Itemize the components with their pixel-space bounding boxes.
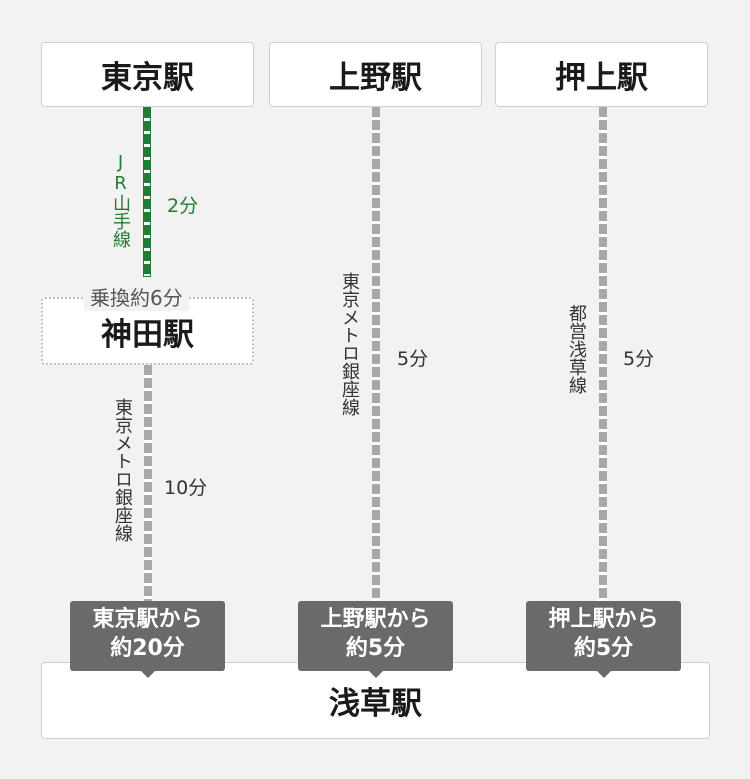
ginza-line-ueno	[372, 107, 380, 603]
ginza-line-kanda-label: 東京メトロ銀座線	[112, 398, 133, 542]
asakusa-line-oshiage-label: 都営浅草線	[566, 304, 587, 394]
callout-oshiage-line2: 約5分	[573, 636, 634, 661]
callout-tokyo-line2: 約20分	[110, 636, 185, 661]
transfer-label: 乗換約6分	[84, 282, 189, 311]
callout-oshiage: 押上駅から 約5分	[526, 601, 681, 678]
callout-ueno-line1: 上野駅から	[320, 607, 431, 632]
ginza-line-kanda	[144, 365, 152, 603]
jr-time-label: 2分	[167, 195, 199, 217]
kanda-time-label: 10分	[164, 477, 208, 499]
callout-tokyo: 東京駅から 約20分	[70, 601, 225, 678]
jr-yamanote-label: JR山手線	[110, 152, 131, 248]
station-oshiage: 押上駅	[495, 42, 708, 107]
ginza-line-ueno-label: 東京メトロ銀座線	[339, 272, 360, 416]
ueno-time-label: 5分	[397, 348, 429, 370]
callout-ueno-line2: 約5分	[345, 636, 406, 661]
jr-yamanote-line	[143, 107, 151, 277]
station-tokyo: 東京駅	[41, 42, 254, 107]
callout-tokyo-line1: 東京駅から	[92, 607, 203, 632]
asakusa-line-oshiage	[599, 107, 607, 603]
callout-ueno: 上野駅から 約5分	[298, 601, 453, 678]
station-ueno: 上野駅	[269, 42, 482, 107]
oshiage-time-label: 5分	[623, 348, 655, 370]
callout-oshiage-line1: 押上駅から	[548, 607, 659, 632]
